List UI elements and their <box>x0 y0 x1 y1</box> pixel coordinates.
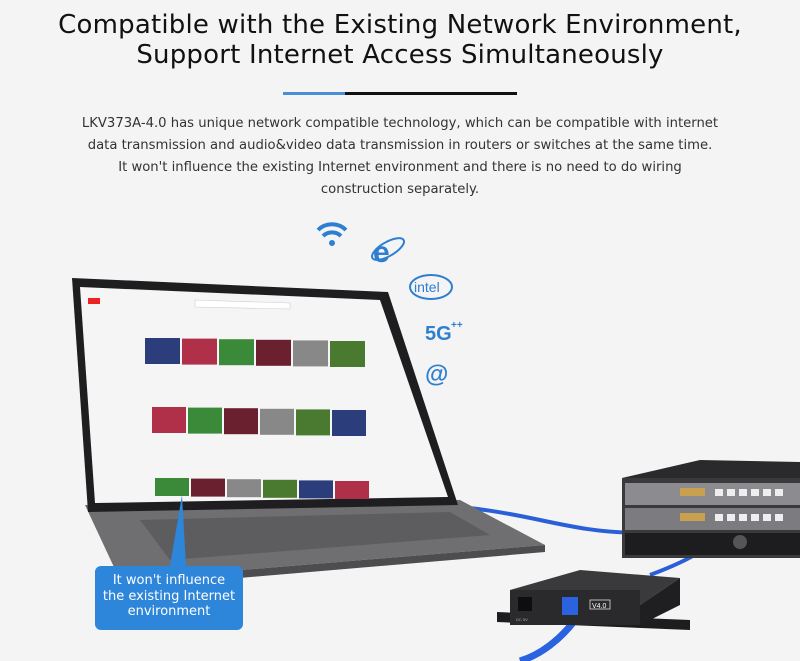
router-port <box>763 514 771 521</box>
router-ports <box>715 489 783 521</box>
at-sign-icon: @ <box>425 361 448 388</box>
video-thumbnail <box>293 340 328 367</box>
video-site-logo <box>88 298 100 304</box>
description-line-2: data transmission and audio&video data t… <box>87 138 713 153</box>
svg-text:5G: 5G <box>425 323 452 345</box>
intel-logo: intel <box>409 274 453 300</box>
video-thumbnail <box>330 341 365 367</box>
video-thumbnail <box>191 478 225 497</box>
video-thumbnail <box>332 410 366 436</box>
video-thumbnail <box>188 407 222 434</box>
router-port <box>715 514 723 521</box>
video-thumbnail <box>152 407 186 433</box>
video-thumbnail <box>182 338 217 365</box>
laptop <box>72 278 545 588</box>
video-thumbnail <box>335 481 369 499</box>
divider-accent <box>283 92 345 95</box>
router-port <box>739 489 747 496</box>
5g-icon: 5G ++ <box>425 320 463 345</box>
wifi-icon <box>316 222 348 246</box>
router-port <box>763 489 771 496</box>
callout-line-3: environment <box>127 604 211 619</box>
video-thumbnail <box>296 409 330 436</box>
video-thumbnail <box>145 338 180 364</box>
video-thumbnail <box>224 408 258 435</box>
callout-box: It won't influence the existing Internet… <box>95 566 243 630</box>
divider-main <box>345 92 517 95</box>
callout-line-1: It won't influence <box>112 573 226 588</box>
description-line-1: LKV373A-4.0 has unique network compatibl… <box>81 116 719 131</box>
router-port <box>775 514 783 521</box>
router-port <box>751 489 759 496</box>
video-thumbnail <box>155 478 189 496</box>
ethernet-cable-front <box>518 617 578 661</box>
svg-text:DC 5V: DC 5V <box>516 617 528 622</box>
callout-pointer <box>170 495 186 566</box>
video-thumbnail <box>256 339 291 366</box>
svg-text:V4.0: V4.0 <box>592 603 607 610</box>
headline-line-1: Compatible with the Existing Network Env… <box>58 10 742 40</box>
description-line-4: construction separately. <box>320 182 480 197</box>
router-port <box>715 489 723 496</box>
router-port <box>727 514 735 521</box>
svg-text:++: ++ <box>451 320 463 331</box>
network-router <box>622 460 800 558</box>
description-line-3: It won't influence the existing Internet… <box>118 160 682 175</box>
svg-text:intel: intel <box>414 279 440 295</box>
router-port <box>739 514 747 521</box>
video-thumbnail <box>263 479 297 498</box>
video-thumbnail <box>260 408 294 435</box>
video-thumbnail <box>227 479 261 498</box>
router-port <box>727 489 735 496</box>
hdmi-extender: DC 5V V4.0 <box>497 570 690 630</box>
video-thumbnails <box>145 338 369 499</box>
screen-search-bar <box>194 299 291 310</box>
router-port <box>775 489 783 496</box>
router-port <box>751 514 759 521</box>
callout-line-2: the existing Internet <box>102 588 236 604</box>
video-thumbnail <box>219 339 254 366</box>
headline-line-2: Support Internet Access Simultaneously <box>136 40 664 70</box>
video-thumbnail <box>299 480 333 499</box>
network-icons: e intel 5G ++ @ <box>316 222 463 388</box>
